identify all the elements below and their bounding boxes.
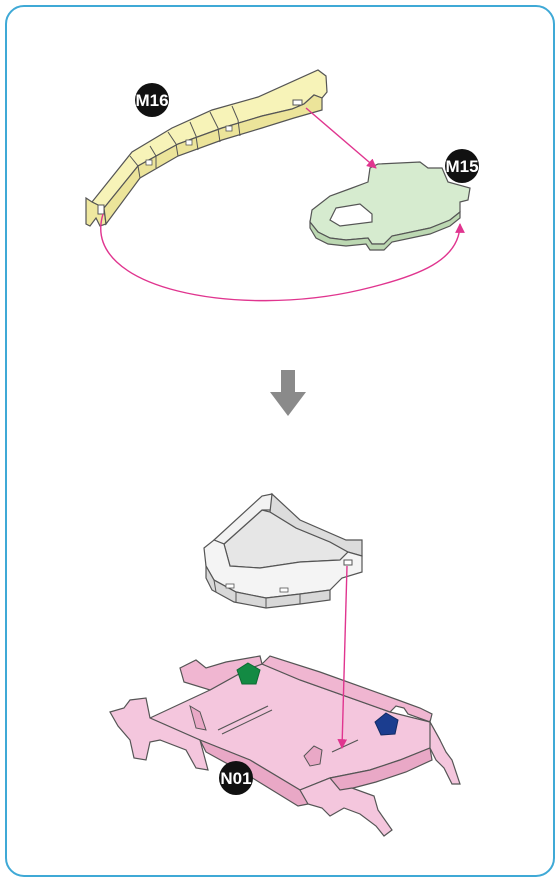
tray-slot — [344, 560, 352, 565]
badge-n01: N01 — [219, 761, 253, 795]
badge-n01-label: N01 — [220, 769, 251, 788]
badge-m16: M16 — [135, 83, 169, 117]
badge-m15-label: M15 — [445, 157, 478, 176]
badge-m15: M15 — [445, 149, 479, 183]
badge-m16-label: M16 — [135, 91, 168, 110]
m16-slot-left — [98, 205, 104, 214]
m16-slot-right — [293, 100, 302, 105]
